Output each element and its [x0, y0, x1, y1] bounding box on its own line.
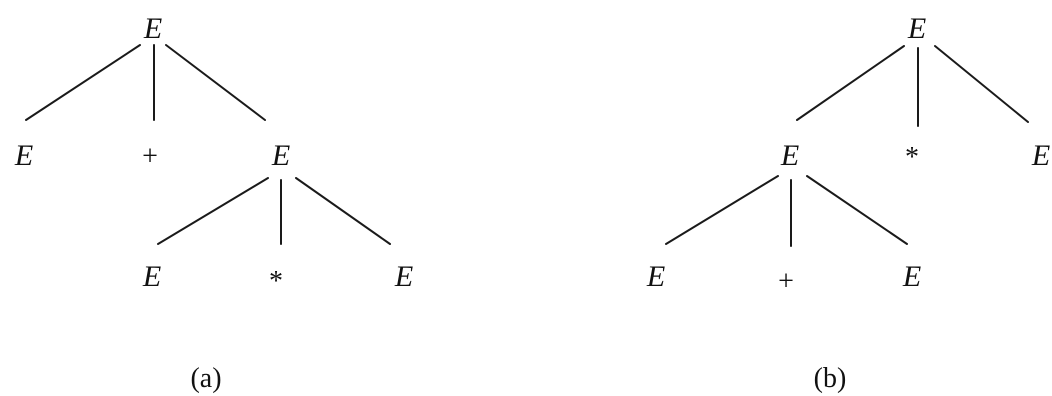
node-a-root: E [143, 12, 162, 45]
node-b-left: E [780, 139, 799, 172]
edge-b-left-right [806, 175, 908, 245]
node-b-times: * [905, 142, 919, 173]
node-b-right: E [1031, 139, 1050, 172]
edge-b-left-left [665, 175, 779, 245]
node-a-right-left: E [142, 260, 161, 293]
caption-b: (b) [814, 363, 847, 394]
edge-a-right-left [157, 177, 269, 245]
node-b-left-plus: + [778, 266, 794, 297]
edge-a-root-right [165, 44, 266, 121]
node-a-right-right: E [394, 260, 413, 293]
edge-a-root-left [25, 44, 141, 121]
node-a-right: E [271, 139, 290, 172]
parse-tree-a: E E + E E * E (a) [14, 12, 413, 394]
caption-a: (a) [190, 363, 221, 394]
node-b-left-left: E [646, 260, 665, 293]
node-a-plus: + [142, 141, 158, 172]
edge-a-right-right [295, 177, 391, 245]
edge-b-root-right [934, 45, 1029, 123]
node-b-left-right: E [902, 260, 921, 293]
node-b-root: E [907, 12, 926, 45]
node-a-left: E [14, 139, 33, 172]
edge-b-root-left [796, 45, 905, 121]
parse-tree-b: E E * E E + E (b) [646, 12, 1050, 394]
node-a-right-times: * [269, 266, 283, 297]
